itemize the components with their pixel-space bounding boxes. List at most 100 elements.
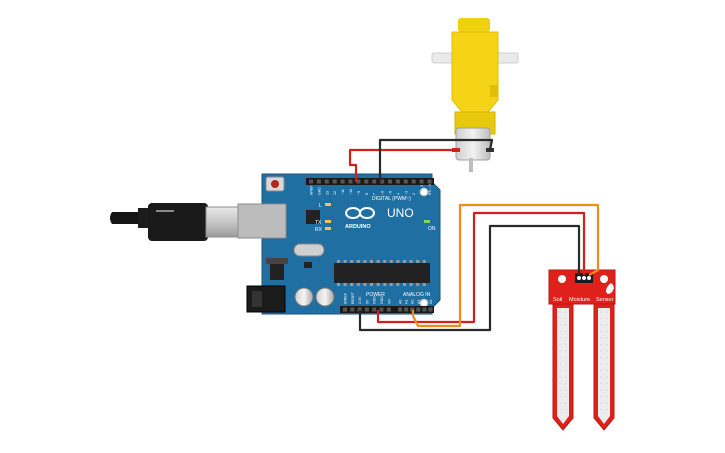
probe-dot	[565, 343, 567, 346]
probe-dot	[565, 408, 567, 411]
digital-pin[interactable]	[356, 179, 361, 184]
digital-pin[interactable]	[340, 179, 345, 184]
analog-pin[interactable]	[416, 307, 421, 312]
probe-dot	[600, 402, 602, 404]
digital-pin[interactable]	[380, 179, 385, 184]
power-pin[interactable]	[350, 307, 355, 312]
digital-pin-label: 12	[333, 191, 337, 195]
digital-pin[interactable]	[364, 179, 369, 184]
sensor-pin[interactable]	[582, 276, 586, 280]
usb-plug-body	[148, 203, 208, 241]
power-pin[interactable]	[386, 307, 391, 312]
sensor-logo-icon	[606, 283, 614, 294]
probe-dot	[559, 402, 561, 404]
digital-pin[interactable]	[403, 179, 408, 184]
digital-pin[interactable]	[332, 179, 337, 184]
power-pin-label: 5V	[365, 299, 369, 304]
motor-top-cap	[458, 18, 490, 32]
capacitor	[294, 287, 314, 307]
probe-dot	[600, 389, 602, 391]
power-pin[interactable]	[372, 307, 377, 312]
voltage-regulator	[270, 262, 284, 280]
analog-pin-label: A1	[405, 300, 409, 304]
digital-pin[interactable]	[324, 179, 329, 184]
digital-pin[interactable]	[411, 179, 416, 184]
dc-gear-motor[interactable]	[431, 18, 519, 172]
usb-cable[interactable]	[110, 203, 241, 241]
wire-sensor-signal[interactable]	[411, 203, 600, 328]
power-header-label: POWER	[366, 292, 385, 298]
power-pin[interactable]	[379, 307, 384, 312]
probe-dot	[565, 337, 567, 339]
digital-pin[interactable]	[427, 179, 432, 184]
power-pin[interactable]	[364, 307, 369, 312]
probe-dot	[565, 311, 567, 313]
chip-leg	[383, 283, 387, 286]
chip-leg	[422, 283, 426, 286]
analog-pin[interactable]	[410, 307, 415, 312]
probe-dot	[559, 376, 561, 378]
probe-dot	[559, 356, 561, 359]
sensor-label-moisture: Moisture	[569, 297, 590, 303]
sensor-label-sensor: Sensor	[596, 297, 614, 303]
digital-pin[interactable]	[348, 179, 353, 184]
power-pin-label: IOREF	[344, 292, 348, 304]
wire-motor-black[interactable]	[378, 138, 494, 182]
digital-pin[interactable]	[309, 179, 313, 184]
probe-dot	[606, 402, 608, 404]
power-pin-label: GND	[373, 296, 377, 304]
digital-pin-label: 2	[412, 193, 416, 195]
analog-pin[interactable]	[404, 307, 409, 312]
analog-pin[interactable]	[428, 307, 433, 312]
sensor-pin[interactable]	[587, 276, 591, 280]
probe-dot	[565, 382, 567, 385]
wire-sensor-vcc[interactable]	[376, 211, 586, 324]
probe-dot	[606, 350, 608, 352]
chip-leg	[403, 283, 406, 286]
power-pin-label: RESET	[351, 291, 355, 304]
probe-dot	[606, 408, 608, 411]
barrel-jack-hole	[252, 291, 262, 307]
soil-moisture-sensor[interactable]: Soil Moisture Sensor	[548, 269, 616, 431]
digital-header	[306, 178, 434, 185]
probe-dot	[565, 402, 567, 404]
wire-sensor-gnd[interactable]	[358, 224, 581, 332]
wires	[348, 138, 600, 332]
led-tx-label: TX	[315, 220, 322, 226]
digital-pin[interactable]	[395, 179, 400, 184]
probe-dot	[559, 408, 561, 411]
probe-dot	[559, 324, 561, 326]
analog-pin[interactable]	[398, 307, 402, 312]
sensor-mount-hole	[558, 275, 566, 283]
motor-gearbox-tab	[490, 85, 498, 97]
chip-leg	[370, 260, 373, 263]
chip-leg	[383, 260, 387, 263]
sensor-pin[interactable]	[577, 276, 581, 280]
usb-symbol-icon	[156, 210, 174, 212]
wire-motor-red[interactable]	[348, 148, 453, 182]
digital-pin[interactable]	[388, 179, 392, 184]
probe-dot	[600, 369, 602, 372]
probe-dot	[559, 369, 561, 372]
motor-terminal-red	[452, 148, 460, 152]
motor-output-shaft	[469, 158, 473, 172]
digital-pin[interactable]	[316, 179, 321, 184]
analog-pin[interactable]	[422, 307, 427, 312]
digital-pin[interactable]	[372, 179, 377, 184]
chip-leg	[343, 283, 347, 286]
power-pin[interactable]	[343, 307, 347, 312]
led-l	[325, 203, 331, 206]
probe-dot	[559, 389, 561, 391]
smd-component	[304, 262, 312, 268]
power-pin[interactable]	[357, 307, 362, 312]
probe-dot	[600, 376, 602, 378]
probe-dot	[565, 363, 567, 365]
reset-button-cap[interactable]	[271, 180, 279, 188]
digital-pin-label: RX←0	[428, 184, 432, 195]
digital-pin[interactable]	[419, 179, 424, 184]
probe-dot	[606, 330, 608, 333]
probe-dot	[559, 395, 561, 398]
